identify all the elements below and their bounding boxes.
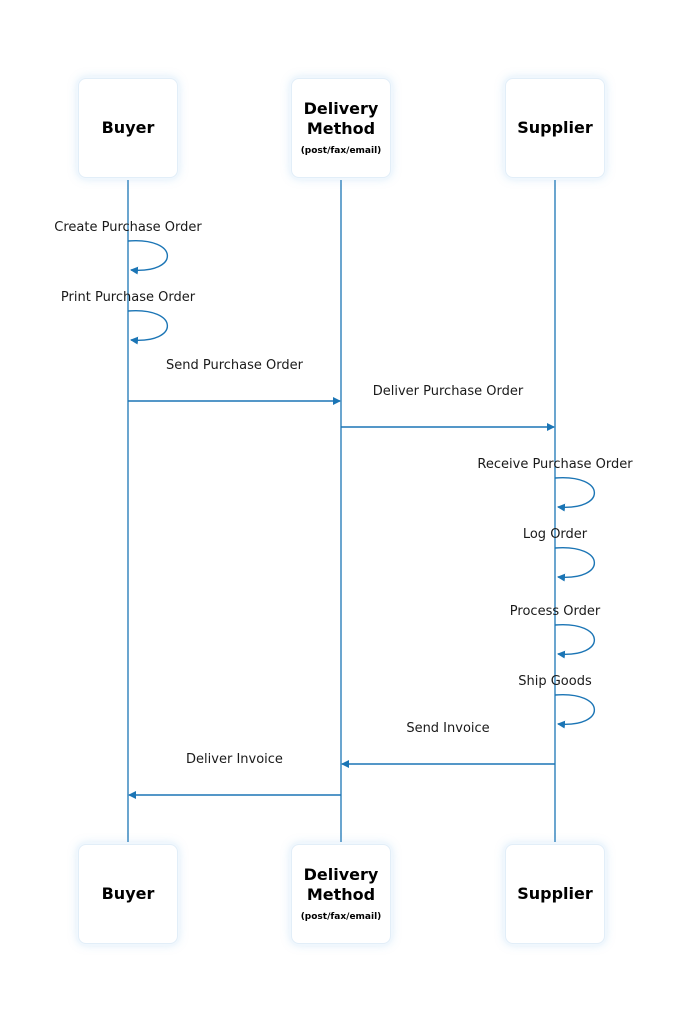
participant-subtitle: (post/fax/email)	[300, 146, 382, 156]
message-label: Print Purchase Order	[61, 290, 196, 305]
participant-name: Supplier	[517, 884, 593, 903]
participant-name: Supplier	[517, 118, 593, 137]
message: Send Invoice	[341, 721, 555, 768]
participant-box-top-buyer: Buyer	[78, 78, 178, 178]
self-message-arrow	[127, 310, 169, 345]
participant-subtitle: (post/fax/email)	[300, 912, 382, 922]
message: Print Purchase Order	[61, 290, 196, 345]
message: Send Purchase Order	[128, 358, 341, 405]
participant-name: Buyer	[101, 118, 155, 137]
self-message-arrow	[554, 547, 596, 582]
message: Deliver Invoice	[128, 752, 341, 799]
message-label: Log Order	[523, 527, 588, 542]
message-label: Create Purchase Order	[54, 220, 202, 235]
message-label: Send Purchase Order	[166, 358, 304, 373]
message: Process Order	[510, 604, 601, 659]
self-message-arrow	[554, 624, 596, 659]
message: Create Purchase Order	[54, 220, 202, 275]
self-message-arrow	[554, 477, 596, 512]
message: Ship Goods	[518, 674, 596, 729]
participant-box-bottom-buyer: Buyer	[78, 844, 178, 944]
participant-name: Buyer	[101, 884, 155, 903]
message: Log Order	[523, 527, 596, 582]
participant-box-top-supplier: Supplier	[505, 78, 605, 178]
participant-name: Delivery Method	[303, 865, 379, 904]
message-label: Receive Purchase Order	[477, 457, 633, 472]
participant-box-top-delivery: Delivery Method (post/fax/email)	[291, 78, 391, 178]
message: Deliver Purchase Order	[341, 384, 555, 431]
message-label: Deliver Invoice	[186, 752, 283, 767]
participant-box-bottom-delivery: Delivery Method (post/fax/email)	[291, 844, 391, 944]
participant-box-bottom-supplier: Supplier	[505, 844, 605, 944]
message: Receive Purchase Order	[477, 457, 633, 512]
participant-name: Delivery Method	[303, 99, 379, 138]
self-message-arrow	[127, 240, 169, 275]
message-label: Deliver Purchase Order	[373, 384, 524, 399]
message-label: Process Order	[510, 604, 601, 619]
self-message-arrow	[554, 694, 596, 729]
message-label: Ship Goods	[518, 674, 592, 689]
message-label: Send Invoice	[406, 721, 489, 736]
